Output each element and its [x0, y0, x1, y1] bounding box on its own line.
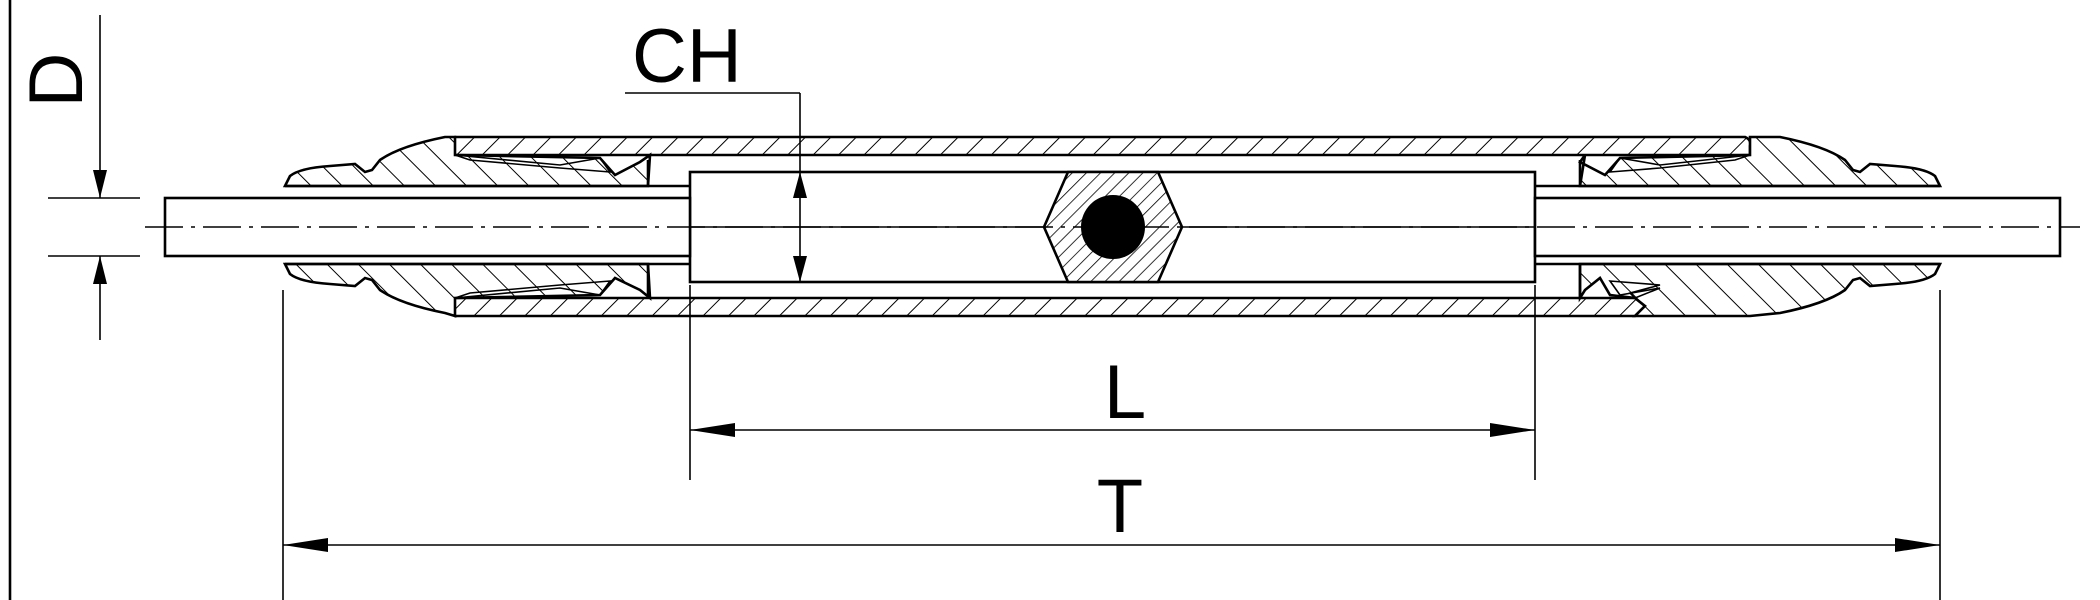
dimension-t-label: T — [1097, 464, 1143, 549]
dimension-d-label: D — [14, 53, 99, 108]
center-pin — [1081, 195, 1145, 259]
left-end-fitting — [282, 135, 690, 318]
sleeve-bottom-wall — [448, 296, 1647, 318]
dimension-t: T — [282, 290, 1941, 600]
dimension-ch-label: CH — [632, 14, 742, 99]
right-end-fitting — [1535, 135, 1943, 318]
dimension-l: L — [689, 285, 1536, 480]
sleeve-top-wall — [448, 135, 1752, 157]
dimension-ch: CH — [625, 14, 807, 282]
dimension-d: D — [14, 15, 140, 340]
dimension-l-label: L — [1104, 350, 1146, 435]
